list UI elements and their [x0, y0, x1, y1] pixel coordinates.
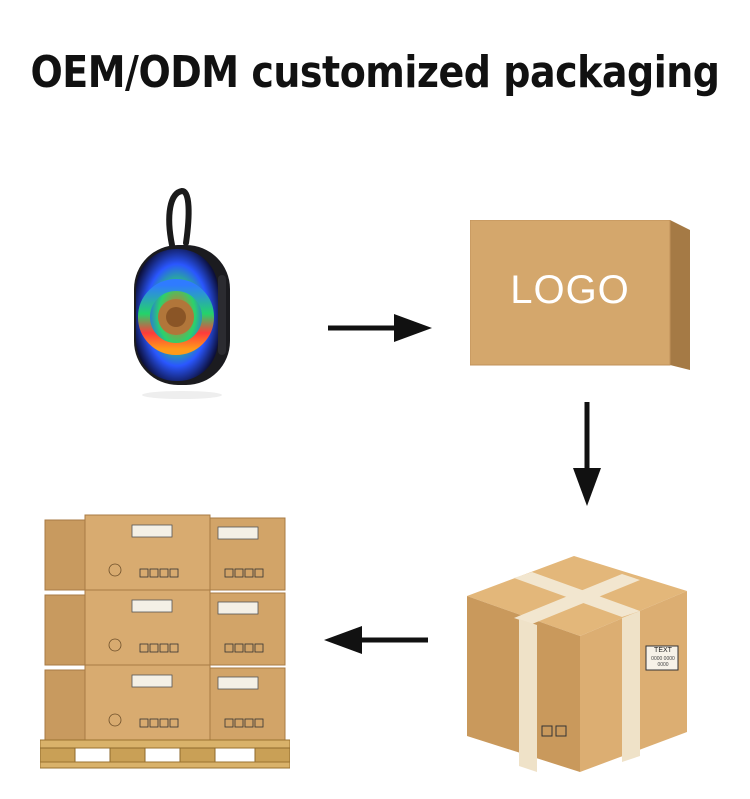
shipping-label-title: TEXT — [654, 647, 672, 654]
carton-symbol — [224, 718, 234, 728]
shipping-label-line-2: 0000 — [657, 662, 669, 668]
recycle-symbol — [108, 563, 122, 577]
carton-symbol — [149, 643, 159, 653]
carton-symbol — [149, 718, 159, 728]
carton-symbol — [244, 568, 254, 578]
carton-symbol — [169, 643, 179, 653]
recycle-symbol — [108, 638, 122, 652]
carton-barcode-label — [131, 674, 173, 688]
carton-barcode-label — [217, 601, 259, 615]
logo-text: LOGO — [510, 268, 630, 312]
carton-symbol — [139, 718, 149, 728]
carton-symbol — [159, 718, 169, 728]
arrow-right-icon — [328, 313, 432, 343]
carton-symbol — [169, 718, 179, 728]
carton-symbol — [149, 568, 159, 578]
carton-symbol — [224, 643, 234, 653]
carton-barcode-label — [131, 524, 173, 538]
carton-symbol — [234, 568, 244, 578]
pallet-top-deck — [40, 739, 290, 749]
carton-symbol — [244, 643, 254, 653]
pallet-block — [254, 747, 290, 763]
shipping-label-line-1: 0000 0000 — [651, 656, 675, 662]
carton-symbol — [234, 643, 244, 653]
recycle-symbol — [108, 713, 122, 727]
carton-symbol — [159, 643, 169, 653]
arrow-left-icon — [324, 625, 428, 655]
carton-symbol — [254, 568, 264, 578]
carton-barcode-label — [217, 676, 259, 690]
carton-barcode-label — [217, 526, 259, 540]
page-title: OEM/ODM customized packaging — [30, 46, 720, 98]
carton-side — [44, 594, 86, 666]
carton-barcode-label — [131, 599, 173, 613]
carton-front — [84, 514, 211, 591]
carton-symbol — [139, 643, 149, 653]
branded-logo-box: LOGO — [470, 220, 690, 370]
pallet-bottom-deck — [40, 761, 290, 769]
arrow-down-icon — [572, 402, 602, 506]
carton-symbol — [159, 568, 169, 578]
carton-symbol — [169, 568, 179, 578]
carton-symbol — [234, 718, 244, 728]
taped-shipping-box: TEXT 0000 0000 0000 — [462, 536, 692, 772]
pallet-block — [179, 747, 216, 763]
pallet-block — [109, 747, 146, 763]
carton-symbol — [139, 568, 149, 578]
pallet-of-cartons — [40, 510, 290, 770]
carton-symbol — [254, 718, 264, 728]
carton-symbol — [244, 718, 254, 728]
bluetooth-speaker-image — [120, 185, 240, 405]
carton-symbol — [254, 643, 264, 653]
pallet-block — [40, 747, 76, 763]
carton-symbol — [224, 568, 234, 578]
carton-side — [44, 519, 86, 591]
carton-side — [44, 669, 86, 741]
